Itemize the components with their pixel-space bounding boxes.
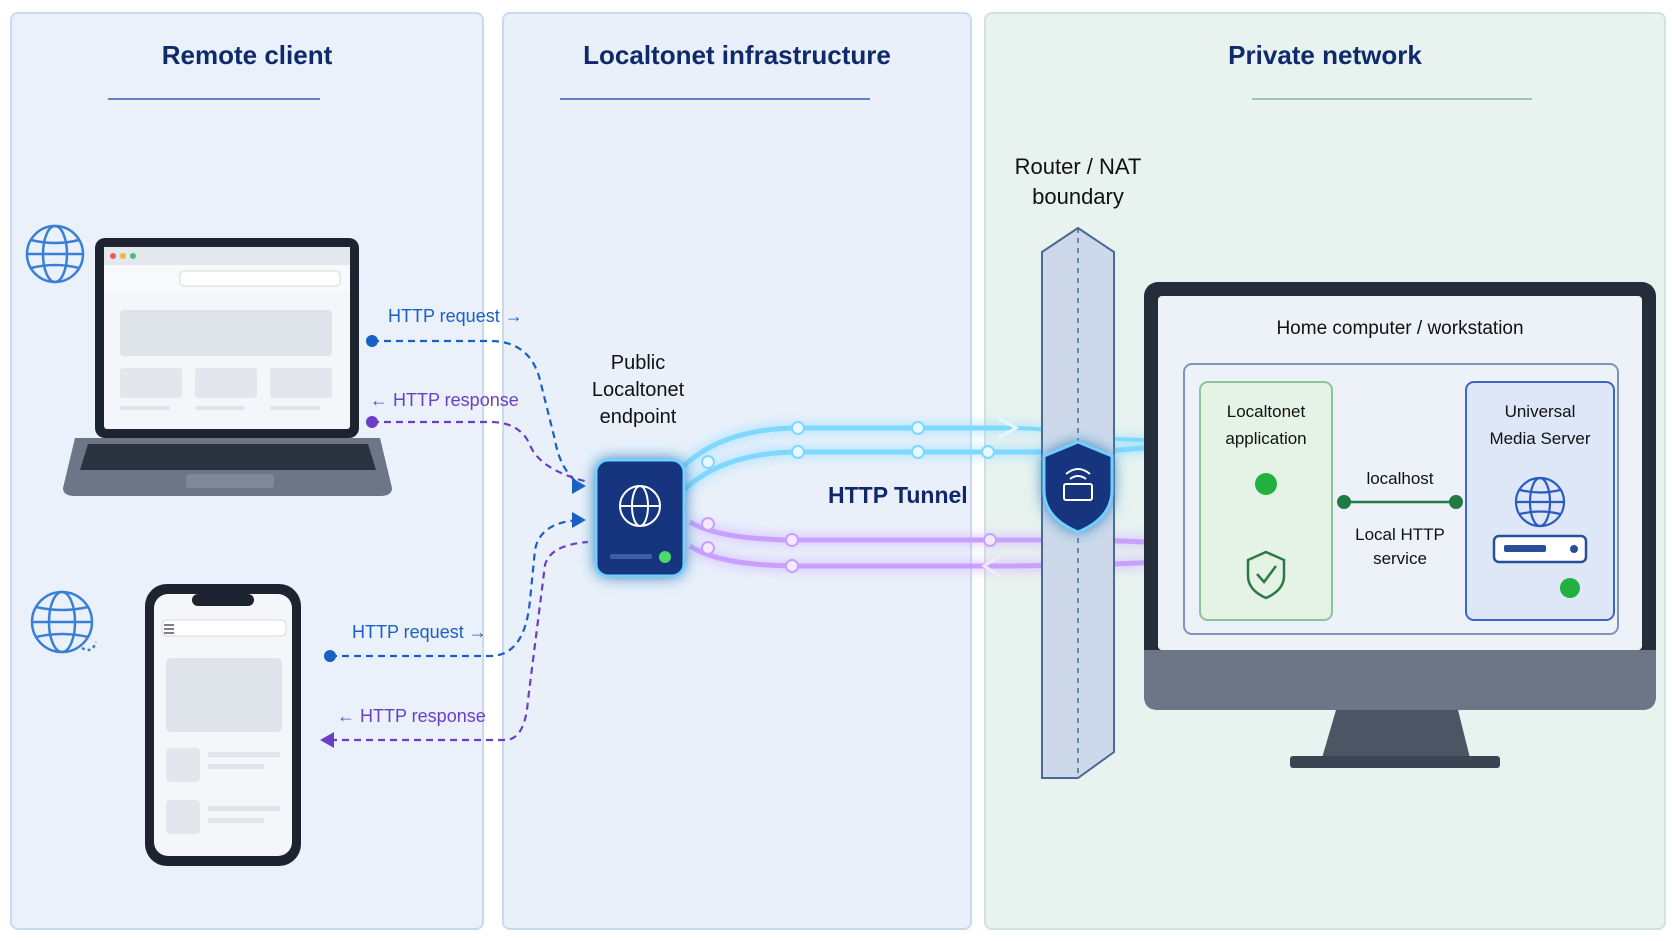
- router-label-line1: Router / NAT: [1014, 154, 1142, 179]
- phone-response-path: [330, 540, 589, 742]
- request-start-dot: [366, 335, 378, 347]
- tunnel-blue-dots: [701, 421, 995, 469]
- status-led: [659, 551, 671, 563]
- phone-response-label: ← HTTP response: [337, 706, 486, 726]
- request-start-dot: [324, 650, 336, 662]
- laptop-response-path: [372, 420, 589, 484]
- router-label: Router / NAT boundary: [1000, 152, 1156, 212]
- title-underline: [1252, 98, 1532, 100]
- globe-icon: [1514, 476, 1566, 528]
- status-led: [1255, 473, 1277, 495]
- arrowhead: [981, 554, 1001, 578]
- response-end-dot: [366, 416, 378, 428]
- app-label-line2: application: [1225, 429, 1307, 448]
- endpoint-server-icon: [594, 458, 686, 578]
- phone-icon: [145, 584, 301, 866]
- app-label-line1: Localtonet: [1226, 402, 1306, 421]
- localtonet-app-box: [1199, 381, 1333, 621]
- localhost-link: [1337, 495, 1463, 509]
- laptop-response-label: ← HTTP response: [370, 390, 519, 410]
- localhost-label: localhost: [1366, 469, 1434, 488]
- globe-icon: [30, 590, 98, 654]
- panel-title-remote-client: Remote client: [161, 40, 333, 70]
- tunnel-label: HTTP Tunnel: [828, 482, 968, 508]
- laptop-request-label: HTTP request →: [388, 306, 523, 326]
- wifi-icon: [1063, 468, 1093, 501]
- endpoint-label-line2: Localtonet: [591, 379, 685, 401]
- shield-check-icon: [1246, 550, 1286, 600]
- server-slot: [610, 554, 652, 559]
- phone-request-label: HTTP request →: [352, 622, 487, 642]
- computer-title: Home computer / workstation: [1276, 318, 1524, 339]
- arrowhead: [572, 478, 586, 494]
- arrowhead: [572, 512, 586, 528]
- globe-icon: [25, 224, 85, 284]
- tunnel-purple-lines: [688, 519, 1196, 569]
- router-label-line2: boundary: [1032, 184, 1124, 209]
- laptop-icon: [63, 238, 392, 496]
- local-service-line2: service: [1373, 549, 1427, 568]
- endpoint-label-line3: endpoint: [599, 406, 677, 428]
- laptop-request-path: [372, 339, 581, 486]
- ums-label-line2: Media Server: [1489, 429, 1591, 448]
- endpoint-label: Public Localtonet endpoint: [588, 350, 688, 431]
- title-underline: [108, 98, 320, 100]
- globe-icon: [619, 485, 661, 527]
- local-service-label: Local HTTP service: [1340, 523, 1460, 571]
- infrastructure-panel: Localtonet infrastructure: [502, 12, 972, 930]
- ums-label: Universal Media Server: [1466, 398, 1614, 452]
- server-icon: [1492, 534, 1588, 564]
- status-led: [1560, 578, 1580, 598]
- tunnel-purple-dots: [701, 517, 997, 573]
- ums-label-line1: Universal: [1504, 402, 1576, 421]
- title-underline: [560, 98, 870, 100]
- arrowhead: [997, 416, 1020, 440]
- firewall-shield-icon: [1042, 440, 1114, 534]
- app-label: Localtonet application: [1200, 398, 1332, 452]
- local-service-line1: Local HTTP: [1355, 525, 1445, 544]
- panel-title-private-network: Private network: [1228, 40, 1422, 70]
- phone-request-path: [330, 518, 581, 658]
- arrowhead: [320, 732, 334, 748]
- endpoint-label-line1: Public: [610, 352, 666, 374]
- panel-title-infrastructure: Localtonet infrastructure: [583, 40, 891, 70]
